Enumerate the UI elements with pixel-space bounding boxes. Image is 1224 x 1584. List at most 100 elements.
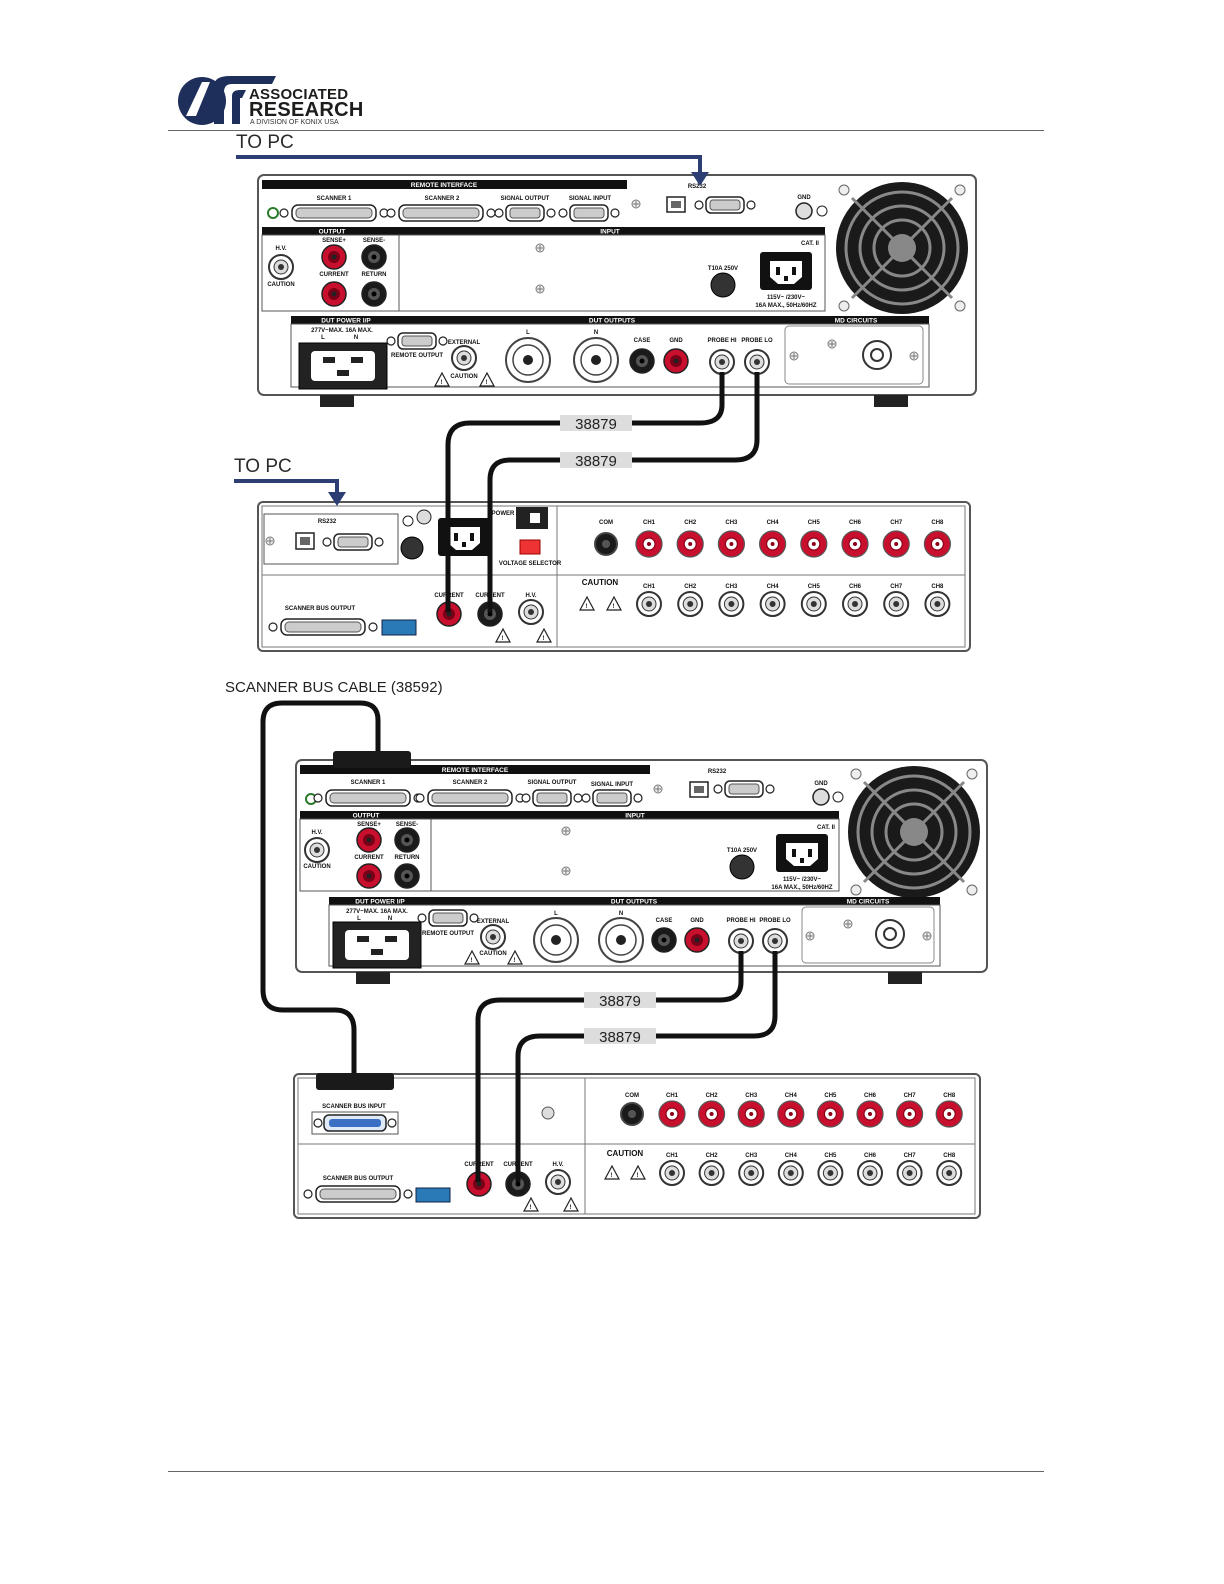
scanner-hv-label: H.V. (525, 593, 536, 599)
dip-switch[interactable] (381, 619, 417, 636)
dut-output-n-socket-b[interactable] (598, 917, 644, 963)
sense-minus-terminal-b[interactable] (394, 827, 420, 853)
dut-gnd-terminal[interactable] (663, 348, 689, 374)
hv-terminal[interactable] (268, 254, 294, 280)
top-channel-current-label-2: CH2 (684, 584, 697, 590)
bottom-channel-current-terminal-7[interactable] (896, 1160, 923, 1186)
dut-power-inlet-b[interactable] (332, 921, 422, 969)
scanner-bus-output-port-b[interactable] (303, 1185, 413, 1203)
return-terminal[interactable] (361, 281, 387, 307)
sense-minus-terminal[interactable] (361, 244, 387, 270)
scanner-hv-terminal[interactable] (518, 599, 544, 625)
bottom-channel-current-terminal-2[interactable] (698, 1160, 725, 1186)
mains-inlet-b[interactable] (776, 834, 828, 872)
gnd-label-b: GND (814, 781, 828, 787)
gnd-label: GND (797, 195, 811, 201)
probe-lo-terminal-b[interactable] (762, 928, 788, 954)
dut-gnd-label-b: GND (690, 918, 704, 924)
top-channel-current-terminal-5[interactable] (800, 591, 827, 617)
bottom-channel-current-terminal-5[interactable] (817, 1160, 844, 1186)
signal-input-label-b: SIGNAL INPUT (591, 782, 634, 788)
bottom-channel-current-terminal-1[interactable] (659, 1160, 685, 1186)
mains-inlet[interactable] (760, 252, 812, 290)
bottom-channel-hv-terminal-2[interactable] (697, 1100, 726, 1128)
top-channel-current-terminal-8[interactable] (924, 591, 951, 617)
top-channel-hv-terminal-7[interactable] (882, 530, 910, 558)
bottom-channel-hv-terminal-4[interactable] (777, 1100, 805, 1128)
hv-label: H.V. (275, 246, 286, 252)
probe-hi-terminal-b[interactable] (728, 928, 754, 954)
cat-label: CAT. II (801, 241, 819, 247)
top-channel-hv-terminal-6[interactable] (841, 530, 869, 558)
gnd-terminal-b[interactable] (812, 788, 830, 806)
bottom-channel-hv-terminal-3[interactable] (737, 1100, 765, 1128)
fuse-label-b: T10A 250V (727, 848, 757, 854)
bottom-channel-current-terminal-4[interactable] (777, 1160, 804, 1186)
sense-plus-terminal[interactable] (321, 244, 347, 270)
top-channel-hv-terminal-8[interactable] (923, 530, 952, 558)
current-terminal-b[interactable] (356, 863, 382, 889)
scanner-caution-label-b: CAUTION (607, 1149, 644, 1158)
top-channel-hv-terminal-1[interactable] (635, 530, 663, 558)
case-terminal[interactable] (629, 348, 655, 374)
bottom-channel-hv-terminal-1[interactable] (658, 1100, 686, 1128)
probe-hi-terminal[interactable] (709, 349, 735, 375)
current-terminal[interactable] (321, 281, 347, 307)
bottom-channel-hv-terminal-7[interactable] (895, 1100, 924, 1128)
top-channel-current-terminal-4[interactable] (759, 591, 786, 617)
signal-input-label: SIGNAL INPUT (569, 196, 612, 202)
top-channel-hv-terminal-4[interactable] (758, 530, 787, 558)
bottom-channel-hv-terminal-5[interactable] (816, 1100, 845, 1128)
logo-text-line1: ASSOCIATED (249, 86, 349, 103)
probe-lo-label-b: PROBE LO (759, 918, 791, 924)
dut-output-l-socket[interactable] (505, 337, 551, 383)
dut-gnd-terminal-b[interactable] (684, 927, 710, 953)
fuse-holder-b[interactable] (729, 854, 755, 880)
dut-power-inlet[interactable] (298, 342, 388, 390)
top-channel-current-terminal-7[interactable] (883, 591, 910, 617)
case-terminal-b[interactable] (651, 927, 677, 953)
scanner1-port[interactable] (279, 204, 389, 222)
cable-label-3: 38879 (599, 993, 641, 1010)
dip-switch-b[interactable] (415, 1187, 451, 1203)
voltage-selector-switch[interactable] (519, 539, 541, 555)
top-channel-hv-terminal-5[interactable] (800, 530, 828, 558)
scanner1-port-b[interactable] (313, 789, 423, 807)
bottom-channel-hv-terminal-6[interactable] (856, 1100, 884, 1128)
top-channel-hv-terminal-2[interactable] (676, 530, 704, 558)
cooling-fan-icon (834, 180, 970, 316)
scanner2-port-b[interactable] (415, 789, 525, 807)
bottom-channel-current-terminal-6[interactable] (857, 1160, 883, 1186)
output-caution-label-b: CAUTION (303, 864, 330, 870)
probe-hi-label: PROBE HI (707, 338, 736, 344)
top-channel-current-terminal-6[interactable] (842, 591, 868, 617)
dut-output-n-label-b: N (619, 911, 623, 917)
hv-terminal-b[interactable] (304, 837, 330, 863)
sense-plus-terminal-b[interactable] (356, 827, 382, 853)
external-terminal-b[interactable] (480, 924, 506, 950)
scanner-hv-terminal-b[interactable] (545, 1169, 571, 1195)
top-channel-current-terminal-3[interactable] (718, 591, 745, 617)
gnd-terminal[interactable] (795, 202, 813, 220)
scanner-bus-output-port[interactable] (268, 618, 378, 636)
top-channel-hv-terminal-3[interactable] (717, 530, 746, 558)
top-channel-current-terminal-2[interactable] (677, 591, 704, 617)
top-channel-hv-label-7: CH7 (890, 520, 903, 526)
bottom-channel-hv-terminal-8[interactable] (935, 1100, 963, 1128)
top-channel-hv-label-4: CH4 (767, 520, 780, 526)
external-terminal[interactable] (451, 345, 477, 371)
fuse-holder[interactable] (710, 272, 736, 298)
dut-output-l-socket-b[interactable] (533, 917, 579, 963)
to-pc-label-2: TO PC (234, 456, 292, 477)
return-terminal-b[interactable] (394, 863, 420, 889)
dut-power-l-label: L (321, 335, 325, 341)
output-caution-label: CAUTION (267, 282, 294, 288)
scanner2-port[interactable] (386, 204, 496, 222)
bottom-channel-hv-label-5: CH5 (824, 1093, 837, 1099)
bottom-channel-current-terminal-3[interactable] (738, 1160, 765, 1186)
bottom-channel-current-terminal-8[interactable] (936, 1160, 963, 1186)
probe-lo-terminal[interactable] (744, 349, 770, 375)
top-channel-current-terminal-1[interactable] (636, 591, 662, 617)
dut-output-n-socket[interactable] (573, 337, 619, 383)
